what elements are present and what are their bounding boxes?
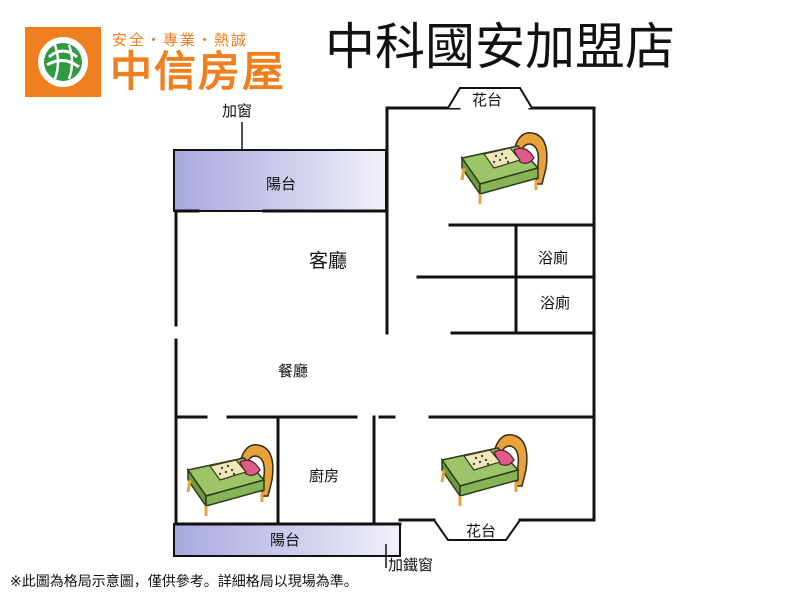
planter-top-label: 花台	[472, 91, 503, 109]
bed-icon	[186, 443, 275, 518]
planter-bottom	[433, 519, 521, 541]
bathroom-label-1: 浴廁	[538, 249, 569, 267]
dining-room-label: 餐廳	[278, 362, 309, 380]
house-logo-icon	[25, 27, 88, 97]
bed-icon	[460, 131, 549, 206]
disclaimer-note: ※此圖為格局示意圖，僅供參考。詳細格局以現場為準。	[10, 574, 358, 590]
window-label-top: 加窗	[222, 102, 253, 120]
kitchen-label: 廚房	[309, 467, 340, 485]
planter-top	[447, 87, 533, 109]
store-title: 中科國安加盟店	[325, 18, 675, 76]
company-brand-name: 中信房屋	[110, 47, 287, 96]
balcony-bottom	[173, 523, 401, 557]
planter-bottom-label: 花台	[466, 522, 497, 540]
living-room-label: 客廳	[309, 250, 348, 272]
balcony-top-label: 陽台	[266, 175, 297, 193]
logo-mark	[25, 27, 101, 97]
bathroom-label-2: 浴廁	[540, 294, 571, 312]
balcony-bottom-label: 陽台	[270, 531, 301, 549]
iron-window-label: 加鐵窗	[388, 556, 434, 574]
company-tagline: 安全・專業・熱誠	[112, 31, 249, 49]
bed-icon	[440, 433, 529, 508]
